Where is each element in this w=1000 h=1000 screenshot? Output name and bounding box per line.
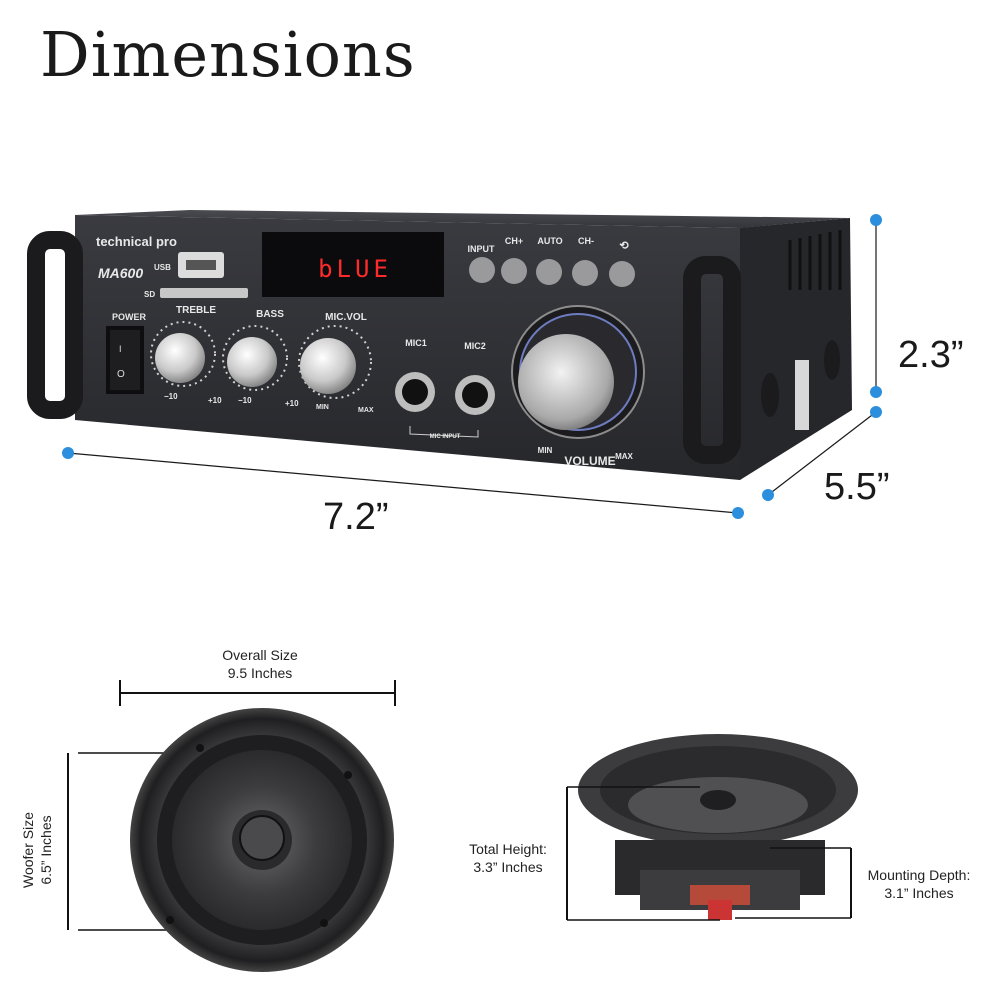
tweeter-icon xyxy=(239,815,285,861)
right-handle xyxy=(683,256,741,464)
svg-text:MIC2: MIC2 xyxy=(464,341,486,351)
svg-text:−10: −10 xyxy=(238,396,252,405)
led-display xyxy=(262,232,444,297)
page-title: Dimensions xyxy=(40,18,416,91)
svg-text:CH+: CH+ xyxy=(505,236,523,246)
svg-text:I: I xyxy=(119,344,122,354)
svg-text:+10: +10 xyxy=(285,399,299,408)
total-height-label: Total Height: 3.3” Inches xyxy=(469,841,547,875)
woofer-size-label: Woofer Size 6.5” Inches xyxy=(20,812,54,888)
width-label: 7.2” xyxy=(323,496,389,538)
svg-text:MIN: MIN xyxy=(316,404,329,411)
svg-text:+10: +10 xyxy=(208,396,222,405)
left-handle xyxy=(27,231,83,419)
amp-top-panel xyxy=(75,210,850,228)
svg-text:O: O xyxy=(117,369,125,380)
svg-text:POWER: POWER xyxy=(112,312,147,322)
svg-text:SD: SD xyxy=(144,290,155,299)
svg-text:MIC.VOL: MIC.VOL xyxy=(325,312,367,323)
svg-text:MAX: MAX xyxy=(615,452,633,461)
overall-size-label: Overall Size 9.5 Inches xyxy=(222,647,298,681)
mounting-depth-label: Mounting Depth: 3.1” Inches xyxy=(867,867,971,901)
svg-text:BASS: BASS xyxy=(256,309,284,320)
volume-knob xyxy=(511,305,645,439)
svg-text:INPUT: INPUT xyxy=(468,244,496,254)
model-label: MA600 xyxy=(98,265,143,281)
knob-bass xyxy=(222,325,288,391)
svg-text:MAX: MAX xyxy=(358,407,374,414)
svg-text:TREBLE: TREBLE xyxy=(176,305,216,316)
depth-dimension-line xyxy=(767,411,877,496)
svg-text:⟲: ⟲ xyxy=(619,240,629,252)
brand-logo: technical pro xyxy=(96,234,177,249)
svg-text:MIC1: MIC1 xyxy=(405,338,427,348)
sd-slot xyxy=(160,288,248,298)
svg-text:AUTO: AUTO xyxy=(537,236,562,246)
svg-text:−10: −10 xyxy=(164,392,178,401)
depth-label: 5.5” xyxy=(824,466,890,508)
svg-text:CH-: CH- xyxy=(578,236,594,246)
svg-text:MIC INPUT: MIC INPUT xyxy=(430,434,461,440)
amplifier-illustration: technical pro MA600 USB SD bLUE INPUT CH… xyxy=(27,210,882,519)
width-dimension-line xyxy=(67,452,739,514)
svg-text:MIN: MIN xyxy=(538,446,553,455)
knob-mic-vol xyxy=(298,325,372,399)
svg-text:USB: USB xyxy=(154,263,171,272)
svg-text:bLUE: bLUE xyxy=(318,255,392,283)
speaker-illustration xyxy=(67,680,858,972)
knob-treble xyxy=(150,321,216,387)
svg-text:VOLUME: VOLUME xyxy=(564,454,615,468)
control-buttons xyxy=(469,257,635,287)
height-label: 2.3” xyxy=(898,334,964,376)
